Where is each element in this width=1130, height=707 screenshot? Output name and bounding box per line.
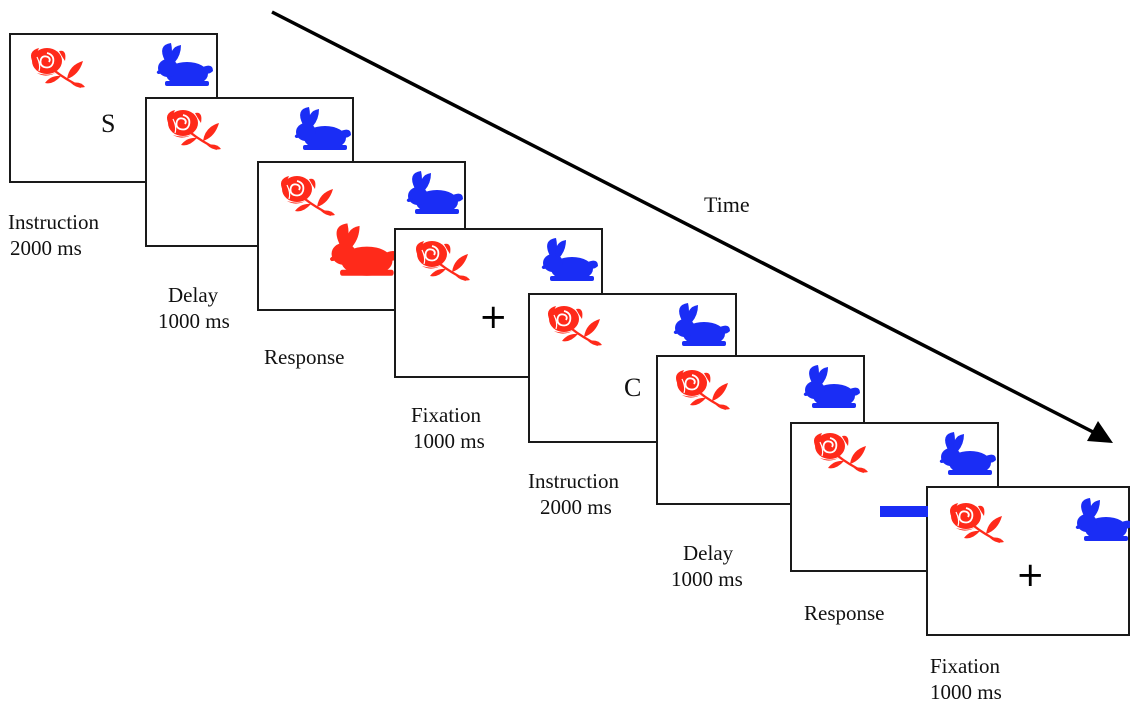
rabbit-icon <box>151 41 215 87</box>
rabbit-icon <box>289 105 353 151</box>
response-bar <box>880 506 928 517</box>
caption-response-1: Response <box>264 345 345 369</box>
rabbit-icon <box>668 301 732 347</box>
red-rabbit-response-icon <box>323 221 401 277</box>
fixation-cross: + <box>1016 555 1045 595</box>
instruction-letter: C <box>624 373 642 402</box>
rose-icon <box>812 431 870 474</box>
rabbit-icon <box>934 430 998 476</box>
rabbit-icon <box>798 363 862 409</box>
caption-response-2: Response <box>804 601 885 625</box>
time-label: Time <box>704 192 750 217</box>
rabbit-icon <box>401 169 465 215</box>
rose-icon <box>414 239 472 282</box>
rose-icon <box>674 368 732 411</box>
fixation-cross: + <box>479 297 508 337</box>
rose-icon <box>279 174 337 217</box>
rabbit-icon <box>536 236 600 282</box>
rose-icon <box>29 46 87 89</box>
frame-fixation-2: + <box>926 486 1130 636</box>
instruction-letter: S <box>101 109 116 138</box>
rose-icon <box>948 501 1006 544</box>
rose-icon <box>165 108 223 151</box>
rabbit-icon <box>1070 496 1130 542</box>
rose-icon <box>546 304 604 347</box>
